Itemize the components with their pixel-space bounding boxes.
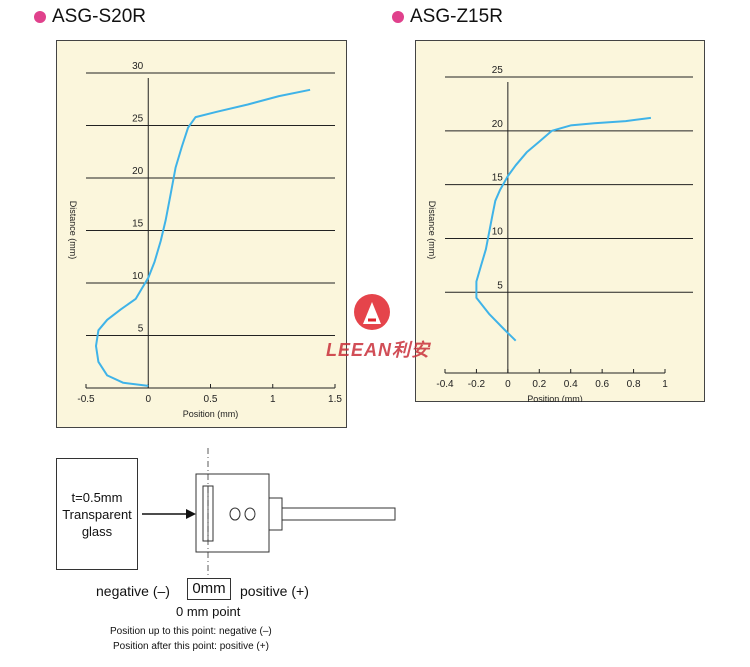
chart2-title: ASG-Z15R: [392, 6, 503, 28]
y-axis-label: Distance (mm): [68, 201, 78, 260]
y-tick-label: 15: [492, 173, 504, 184]
y-tick-label: 25: [132, 114, 144, 125]
x-tick-label: 0.6: [595, 379, 609, 390]
x-tick-label: 1: [270, 394, 276, 405]
watermark-logo: LEEAN利安: [318, 292, 438, 362]
y-tick-label: 30: [132, 61, 144, 72]
plot-panel: [56, 40, 347, 428]
x-tick-label: 0: [505, 379, 511, 390]
x-tick-label: 0.2: [532, 379, 546, 390]
watermark-text: LEEAN利安: [325, 340, 430, 360]
chart2-title-text: ASG-Z15R: [410, 6, 503, 27]
bullet-icon: [392, 11, 404, 23]
watermark-logo-icon: [354, 294, 390, 330]
note-positive: Position after this point: positive (+): [113, 641, 269, 652]
x-tick-label: 0.5: [204, 394, 218, 405]
chart1-title-text: ASG-S20R: [52, 6, 146, 27]
series-line-0: [475, 116, 652, 342]
glass-thickness-label: t=0.5mm: [71, 489, 123, 505]
sensor-connector: [268, 497, 283, 531]
chart2-plot: 5 10 15 20 25 -0.4 -0.2 0 0.2 0.4 0.6 0.8 1Position …: [415, 40, 705, 402]
series-line-0: [95, 88, 311, 387]
y-axis-label: Distance (mm): [427, 201, 437, 260]
zero-point-label: 0 mm point: [176, 604, 241, 619]
sensor-cable: [281, 507, 396, 521]
positive-label: positive (+): [240, 583, 309, 599]
glass-type-label: Transparent: [62, 506, 132, 522]
x-tick-label: 0.8: [627, 379, 641, 390]
bullet-icon: [34, 11, 46, 23]
y-tick-label: 10: [492, 226, 504, 237]
zero-mm-box: 0mm: [187, 578, 231, 600]
x-tick-label: -0.2: [468, 379, 486, 390]
sensor-led-icon: [229, 507, 241, 521]
x-axis-label: Position (mm): [183, 409, 239, 419]
glass-box: t=0.5mm Transparent glass: [56, 458, 138, 570]
x-axis-label: Position (mm): [527, 394, 583, 402]
negative-label: negative (–): [96, 583, 170, 599]
note-negative: Position up to this point: negative (–): [110, 626, 272, 637]
chart1-title: ASG-S20R: [34, 6, 146, 28]
sensor-led-icon: [244, 507, 256, 521]
x-tick-label: -0.5: [77, 394, 95, 405]
plot-panel: [415, 40, 705, 402]
y-tick-label: 20: [492, 119, 504, 130]
y-tick-label: 20: [132, 166, 144, 177]
y-tick-label: 25: [492, 65, 504, 76]
glass-material-label: glass: [81, 523, 113, 539]
x-tick-label: 1.5: [328, 394, 342, 405]
x-tick-label: -0.4: [436, 379, 454, 390]
y-tick-label: 10: [132, 271, 144, 282]
x-tick-label: 0: [145, 394, 151, 405]
y-tick-label: 5: [138, 324, 144, 335]
x-tick-label: 0.4: [564, 379, 578, 390]
y-tick-label: 5: [497, 280, 503, 291]
y-tick-label: 15: [132, 219, 144, 230]
sensor-diagram: [142, 448, 396, 576]
x-tick-label: 1: [662, 379, 668, 390]
arrow-head-icon: [186, 509, 196, 519]
